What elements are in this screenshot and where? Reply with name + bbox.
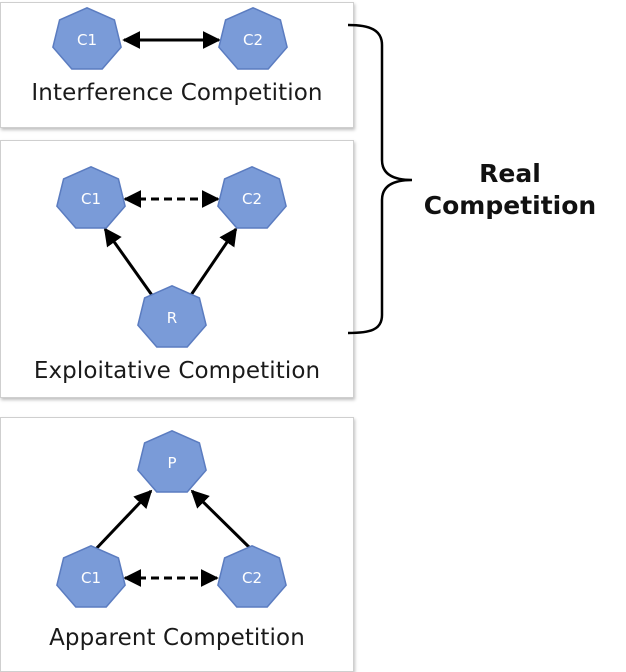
node-c1: C1 [56, 165, 126, 229]
apparent-caption: Apparent Competition [49, 625, 305, 651]
node-p-label: P [167, 454, 176, 472]
interference-caption: Interference Competition [31, 80, 323, 106]
node-c1: C1 [56, 544, 126, 608]
node-r: R [137, 284, 207, 348]
apparent-panel: P C1 C2 Apparent Competition [0, 417, 354, 672]
c2-to-p-arrow [190, 489, 255, 553]
node-p: P [137, 429, 207, 493]
real-competition-label: Real Competition [410, 158, 610, 222]
node-c2-label: C2 [242, 569, 262, 587]
node-c2: C2 [217, 544, 287, 608]
node-c1-label: C1 [81, 190, 101, 208]
r-to-c2-arrow [187, 227, 238, 299]
node-c1-label: C1 [81, 569, 101, 587]
node-c2: C2 [217, 165, 287, 229]
node-c2-label: C2 [242, 190, 262, 208]
c1-to-p-arrow [92, 489, 153, 553]
interference-diagram: C1 C2 [52, 6, 288, 70]
apparent-diagram: P C1 C2 [56, 429, 287, 608]
node-c2: C2 [218, 6, 288, 70]
interference-panel: C1 C2 Interference Competition [0, 2, 354, 128]
real-label-line2: Competition [423, 191, 597, 220]
node-c2-label: C2 [243, 31, 263, 49]
node-c1-label: C1 [77, 31, 97, 49]
exploitative-diagram: C1 C2 R [56, 165, 287, 348]
node-c1: C1 [52, 6, 122, 70]
r-to-c1-arrow [103, 227, 156, 299]
exploitative-panel: C1 C2 R Exploitative Competition [0, 140, 354, 398]
node-r-label: R [167, 309, 177, 327]
exploitative-caption: Exploitative Competition [33, 358, 321, 384]
real-label-line1: Real [479, 159, 541, 188]
